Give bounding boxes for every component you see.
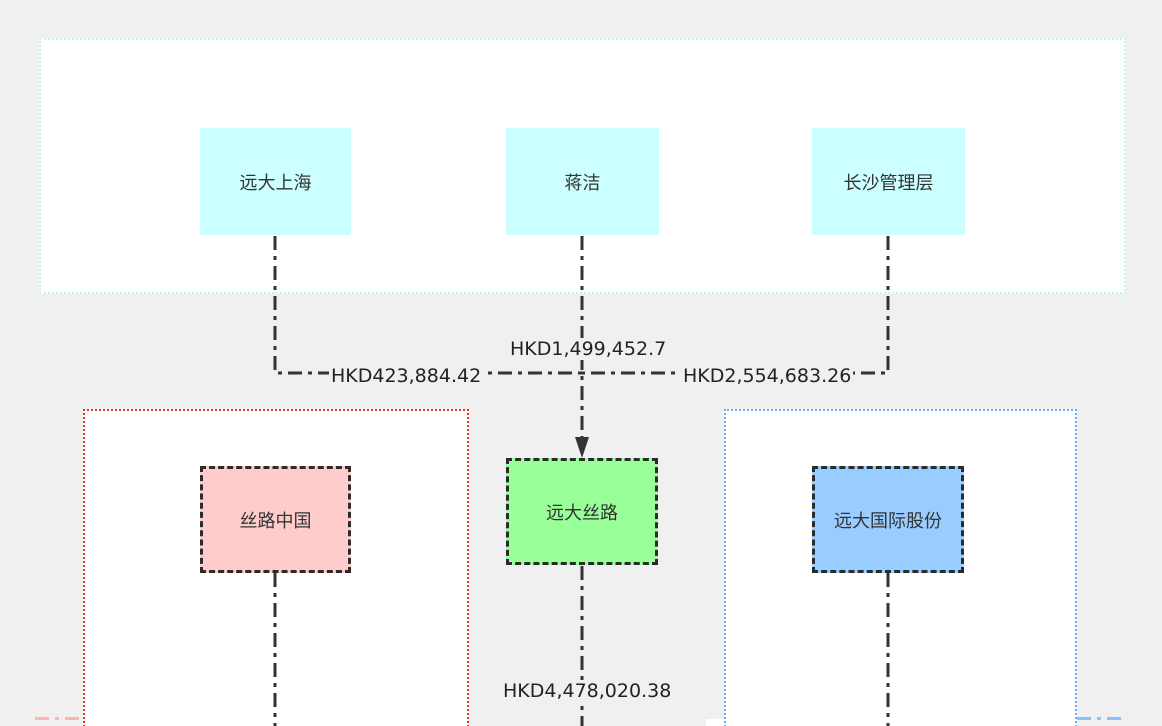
node-shanghai-label: 远大上海 [239, 172, 312, 194]
offscreen-edge-right [1077, 717, 1125, 720]
node-shanghai[interactable]: 远大上海 [200, 128, 351, 235]
node-silk-road-label: 远大丝路 [546, 502, 618, 524]
edge-label-silkroad-down: HKD4,478,020.38 [501, 680, 674, 702]
edge-label-shanghai: HKD423,884.42 [329, 365, 484, 387]
node-jiangjie[interactable]: 蒋洁 [506, 128, 659, 235]
node-silk-china-label: 丝路中国 [239, 510, 312, 532]
node-intl-holdings-label: 远大国际股份 [834, 510, 942, 532]
offscreen-container-corner [706, 719, 724, 726]
node-jiangjie-label: 蒋洁 [564, 172, 601, 194]
node-changsha[interactable]: 长沙管理层 [812, 128, 965, 235]
arrowhead-silkroad [575, 437, 589, 458]
node-silk-china[interactable]: 丝路中国 [200, 466, 351, 573]
offscreen-edge-left [35, 717, 83, 720]
node-changsha-label: 长沙管理层 [843, 172, 934, 194]
node-intl-holdings[interactable]: 远大国际股份 [812, 466, 964, 573]
edge-label-jiangjie: HKD1,499,452.7 [508, 338, 669, 360]
node-silk-road[interactable]: 远大丝路 [506, 458, 658, 565]
edge-label-changsha: HKD2,554,683.26 [681, 365, 854, 387]
